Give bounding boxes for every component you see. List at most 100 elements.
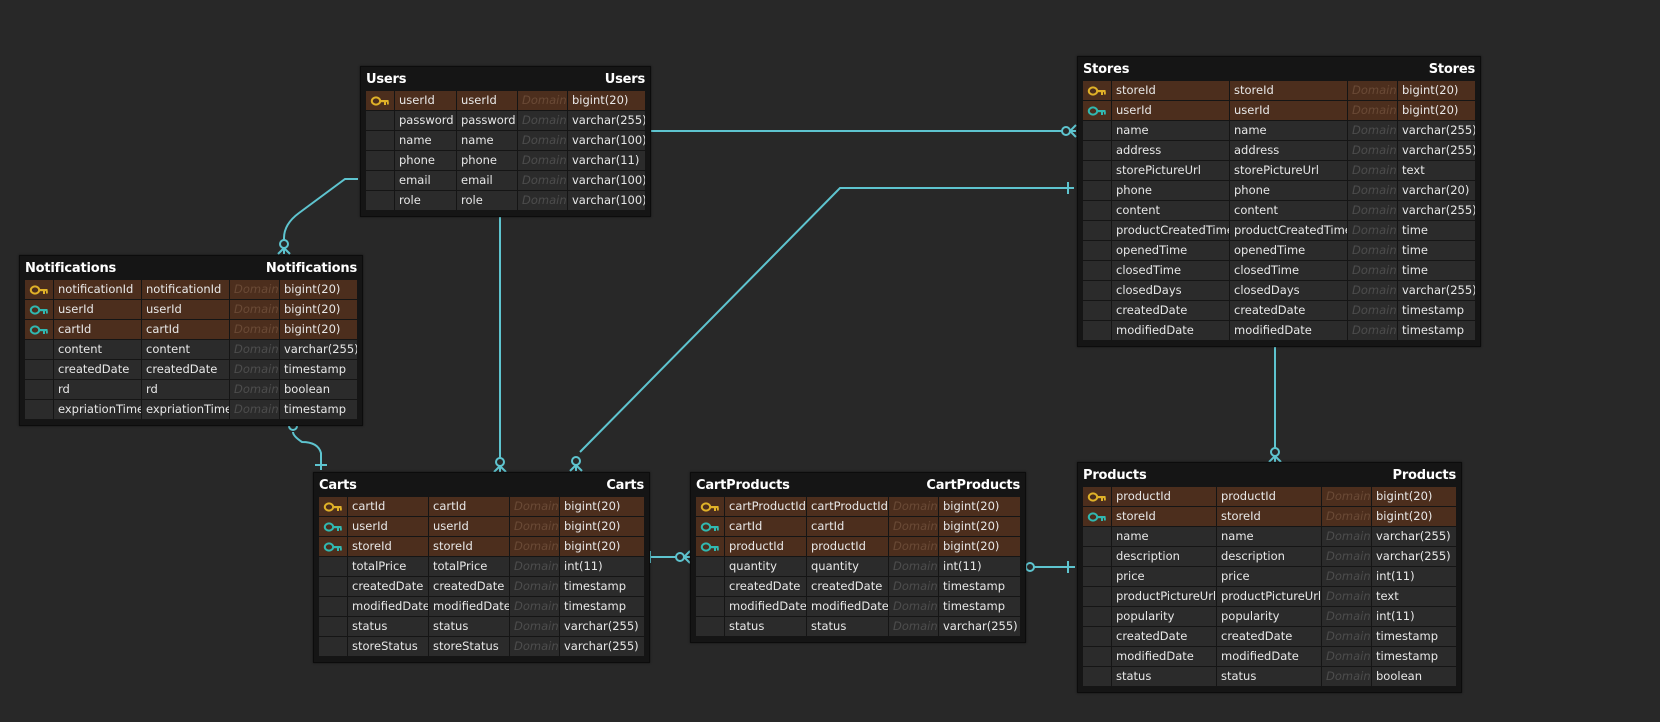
entity-header[interactable]: Notifications Notifications <box>20 256 362 280</box>
column-logical-name: modifiedDate <box>807 597 888 616</box>
column-domain: Domain <box>1322 487 1371 506</box>
column-domain: Domain <box>889 557 938 576</box>
column-domain: Domain <box>510 517 559 536</box>
column-name: createdDate <box>54 360 141 379</box>
column-type: time <box>1398 241 1475 260</box>
column-logical-name: productPictureUrl <box>1217 587 1321 606</box>
column-name: userId <box>1112 101 1229 120</box>
key-cell-empty <box>696 617 724 636</box>
column-domain: Domain <box>510 537 559 556</box>
key-cell-empty <box>1083 201 1111 220</box>
key-cell-empty <box>1083 301 1111 320</box>
cardinality-zero-mark <box>1061 126 1071 136</box>
entity-header[interactable]: Stores Stores <box>1078 57 1480 81</box>
column-type: varchar(255) <box>939 617 1020 636</box>
column-name: productId <box>1112 487 1216 506</box>
line-stores-carts <box>579 187 1074 453</box>
column-name: role <box>395 191 456 210</box>
column-logical-name: modifiedDate <box>1230 321 1347 340</box>
column-name: modifiedDate <box>725 597 806 616</box>
column-type: varchar(255) <box>1398 281 1475 300</box>
column-domain: Domain <box>230 340 279 359</box>
column-type: varchar(255) <box>1398 201 1475 220</box>
column-domain: Domain <box>230 400 279 419</box>
column-type: bigint(20) <box>1372 507 1456 526</box>
column-logical-name: phone <box>1230 181 1347 200</box>
entity-header[interactable]: CartProducts CartProducts <box>691 473 1025 497</box>
column-domain: Domain <box>518 91 567 110</box>
entity-notifications[interactable]: Notifications Notifications notification… <box>19 255 363 426</box>
key-cell-empty <box>1083 161 1111 180</box>
column-logical-name: status <box>429 617 509 636</box>
column-name: name <box>1112 527 1216 546</box>
column-name: cartProductId <box>725 497 806 516</box>
column-type: varchar(11) <box>568 151 645 170</box>
column-logical-name: createdDate <box>1217 627 1321 646</box>
entity-header[interactable]: Products Products <box>1078 463 1461 487</box>
entity-header[interactable]: Carts Carts <box>314 473 649 497</box>
entity-title-physical: Stores <box>1428 61 1475 77</box>
column-logical-name: storeId <box>429 537 509 556</box>
entity-header[interactable]: Users Users <box>361 67 650 91</box>
column-name: storeId <box>1112 81 1229 100</box>
column-name: storeId <box>1112 507 1216 526</box>
